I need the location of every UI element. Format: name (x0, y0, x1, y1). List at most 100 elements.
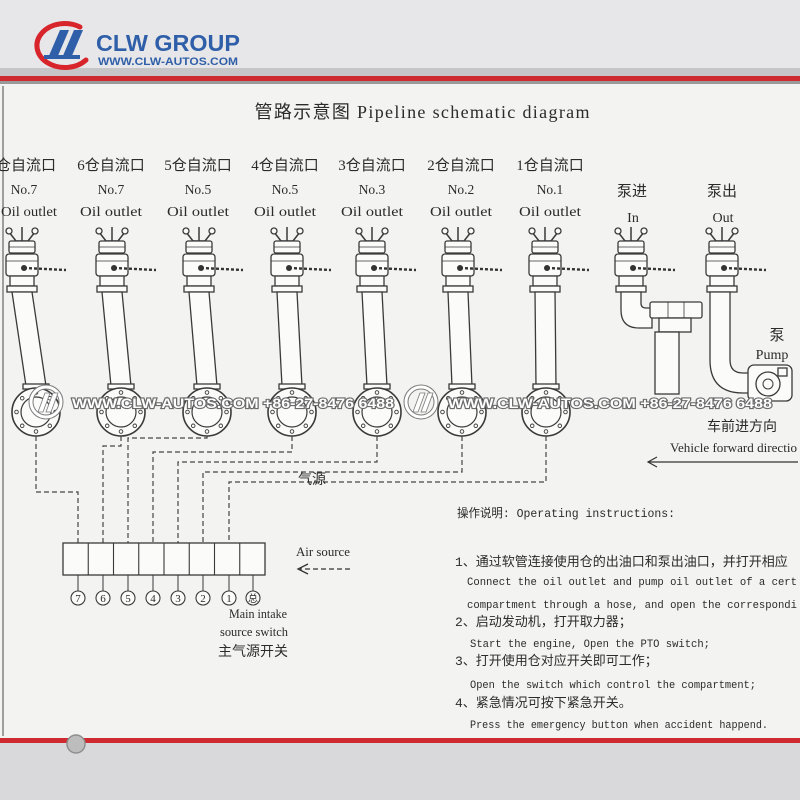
valve-neck (359, 275, 385, 287)
valve-bottom-flange (706, 285, 738, 293)
flange-bolt-hole (440, 409, 445, 415)
pump-in-valve (614, 227, 703, 395)
outlet-flange (267, 387, 317, 437)
switch-knob (221, 590, 237, 606)
outlet-flange (182, 387, 232, 437)
instruction-line: Press the emergency button when accident… (470, 720, 768, 732)
flange-bolt-hole (118, 390, 124, 395)
valve-knob (441, 227, 449, 235)
outlet-en: Oil outlet (1, 205, 57, 220)
flange-bolt-hole (529, 423, 535, 429)
valve-neck (445, 275, 471, 287)
outlet-flange (437, 387, 487, 437)
instruction-line: Open the switch which control the compar… (470, 680, 756, 692)
outlet-zh: 1仓自流口 (516, 157, 584, 174)
outlet-flange (352, 387, 402, 437)
watermark-logo-ring (404, 385, 438, 419)
pump-out-zh: 泵出 (707, 183, 737, 200)
instruction-line: 4、紧急情况可按下紧急开关。 (455, 696, 632, 711)
plate-top-red-border (0, 76, 800, 81)
flange-bolt-hole (479, 409, 484, 415)
watermark-logo-bar (412, 392, 426, 413)
outlet-label-6: 1仓自流口 No.1 Oil outlet (516, 157, 584, 220)
outlet-pipe (361, 291, 388, 387)
flange-bolt-hole (524, 409, 529, 415)
brand-name: CLW GROUP (96, 30, 240, 56)
valve-body (614, 253, 648, 277)
flange-bolt-hole (275, 395, 281, 401)
flange-bolt-hole (557, 423, 563, 429)
valve-lever (288, 266, 332, 272)
pump-in-en: In (627, 211, 639, 226)
flange-bolt-hole (543, 429, 549, 434)
plate-edge (0, 68, 800, 77)
watermark-logo-bar (45, 392, 59, 413)
flange-bolt-hole (459, 429, 465, 434)
valve-neck (186, 275, 212, 287)
valve-lever-pivot (198, 265, 204, 271)
flange-bolt-hole (138, 409, 143, 415)
flange-bolt-hole (289, 390, 295, 395)
valve-neck (99, 275, 125, 287)
flange-bolt-hole (190, 423, 196, 429)
valve-bottom-flange (96, 285, 128, 293)
flange-bore (191, 396, 223, 428)
mounting-bolt (66, 734, 86, 754)
switch-number: 2 (200, 593, 206, 605)
vehicle-direction: 车前进方向 Vehicle forward directio (646, 418, 798, 468)
watermark-logo-bar (420, 392, 434, 413)
air-source-zh: 气源 (298, 472, 326, 488)
valve-bottom-flange (6, 285, 38, 293)
switch-knob (95, 590, 111, 606)
valve-knob (95, 227, 103, 235)
valve-body (182, 253, 216, 277)
valve-bottom-flange (442, 285, 474, 293)
flange-bolt-hole (303, 395, 309, 401)
watermark-logo-ring (29, 385, 63, 419)
flange-bolt-hole (19, 423, 25, 429)
outlet-zh: 仓自流口 (0, 157, 56, 174)
flange-bolt-hole (104, 423, 110, 429)
switch-number: 3 (175, 593, 181, 605)
flange-bolt-hole (289, 429, 295, 434)
main-switch-zh: 主气源开关 (218, 644, 288, 660)
valve-knob (705, 227, 713, 235)
outlet-valve-1 (95, 227, 157, 437)
flange-bolt-hole (204, 390, 210, 395)
direction-arrowhead (646, 456, 658, 468)
valve-lever-pivot (721, 265, 727, 271)
flange-bolt-hole (218, 423, 224, 429)
valve-neck (274, 275, 300, 287)
flange-bore (530, 396, 562, 428)
switch-number: 1 (226, 593, 232, 605)
watermark-text: WWW.CLW-AUTOS.COM +86-27-8476 6488 (72, 395, 394, 411)
main-switch-line2: source switch (220, 625, 289, 639)
valve-knob (296, 227, 304, 235)
outlet-label-4: 3仓自流口 No.3 Oil outlet (338, 157, 406, 220)
valve-body (5, 253, 39, 277)
flange-bolt-hole (374, 429, 380, 434)
valve-lever-pivot (21, 265, 27, 271)
outlet-en: Oil outlet (341, 205, 403, 220)
diagram-title: 管路示意图 Pipeline schematic diagram (255, 102, 590, 122)
watermark: WWW.CLW-AUTOS.COM +86-27-8476 6488 WWW.C… (28, 384, 773, 420)
flange-bolt-hole (543, 390, 549, 395)
switch-number: 7 (75, 593, 81, 605)
main-switch-number: 总 (248, 592, 258, 605)
tee-junction-stem (658, 317, 692, 333)
outlet-en: Oil outlet (254, 205, 316, 220)
flange-bolt-hole (104, 395, 110, 401)
pump-port (777, 367, 788, 377)
valve-lever (459, 266, 503, 272)
flange-bolt-hole (394, 409, 399, 415)
outlet-pipe (534, 291, 557, 387)
switch-knob (70, 590, 86, 606)
valve-lever-pivot (544, 265, 550, 271)
switch-number: 4 (150, 593, 156, 605)
flange-bolt-hole (529, 395, 535, 401)
valve-knob (121, 227, 129, 235)
outlet-en: Oil outlet (80, 205, 142, 220)
flange-bolt-hole (374, 390, 380, 395)
pump-in-zh: 泵进 (617, 183, 647, 200)
